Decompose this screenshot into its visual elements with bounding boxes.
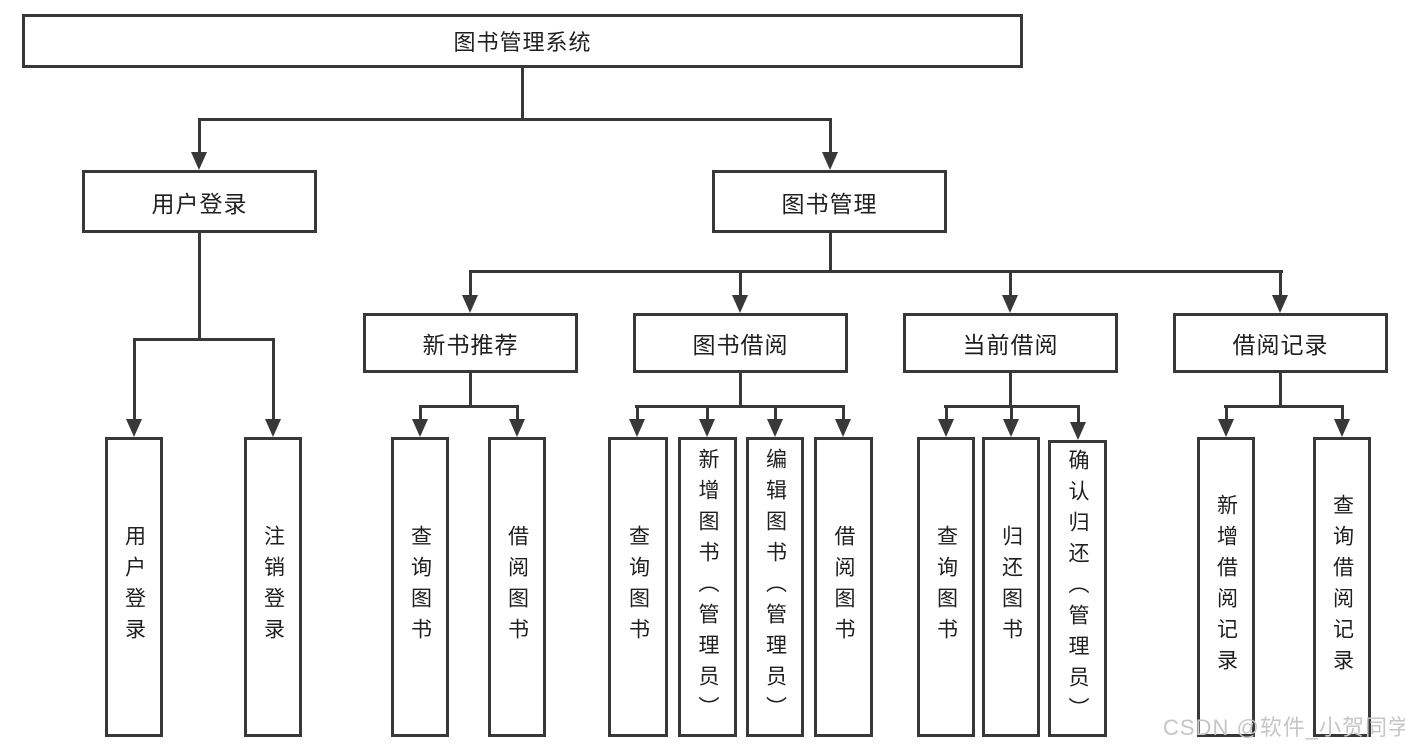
connector-vline: [198, 233, 201, 341]
arrow-down-icon: [822, 152, 838, 170]
connector-vline: [739, 270, 742, 296]
connector-vline: [469, 373, 472, 408]
connector-vline: [272, 338, 275, 419]
node-library-management-system: 图书管理系统: [22, 14, 1023, 68]
arrow-down-icon: [265, 419, 281, 437]
arrow-down-icon: [1272, 295, 1288, 313]
connector-hline: [133, 338, 275, 341]
arrow-down-icon: [767, 419, 783, 437]
connector-vline: [419, 405, 422, 419]
connector-vline: [469, 270, 472, 296]
arrow-down-icon: [699, 419, 715, 437]
connector-hline: [635, 405, 845, 408]
connector-hline: [1224, 405, 1344, 408]
node-leaf-add-book-admin: 新增图书（管理员）: [678, 437, 737, 737]
connector-hline: [419, 405, 519, 408]
arrow-down-icon: [1218, 419, 1234, 437]
node-leaf-query-books-1: 查询图书: [391, 437, 449, 737]
connector-vline: [1341, 405, 1344, 419]
arrow-down-icon: [1003, 419, 1019, 437]
node-current-borrowing: 当前借阅: [903, 313, 1118, 373]
connector-vline: [516, 405, 519, 419]
watermark-text: CSDN @软件_小贺同学: [1163, 715, 1405, 740]
node-book-borrowing: 图书借阅: [633, 313, 848, 373]
connector-vline: [133, 338, 136, 419]
arrow-down-icon: [732, 295, 748, 313]
connector-hline: [198, 118, 832, 121]
connector-vline: [739, 373, 742, 408]
connector-vline: [706, 405, 709, 419]
node-leaf-borrow-books-1: 借阅图书: [488, 437, 546, 737]
node-leaf-add-borrow-record: 新增借阅记录: [1197, 437, 1255, 737]
node-borrowing-records: 借阅记录: [1173, 313, 1388, 373]
arrow-down-icon: [1334, 419, 1350, 437]
connector-vline: [636, 405, 639, 419]
arrow-down-icon: [629, 419, 645, 437]
connector-vline: [1009, 270, 1012, 296]
node-leaf-confirm-return-admin: 确认归还（管理员）: [1048, 440, 1107, 737]
node-leaf-edit-book-admin: 编辑图书（管理员）: [746, 437, 804, 737]
arrow-down-icon: [938, 419, 954, 437]
connector-vline: [1279, 373, 1282, 408]
connector-vline: [842, 405, 845, 419]
arrow-down-icon: [126, 419, 142, 437]
arrow-down-icon: [412, 419, 428, 437]
arrow-down-icon: [835, 419, 851, 437]
node-user-login: 用户登录: [82, 170, 317, 233]
connector-vline: [774, 405, 777, 419]
connector-vline: [829, 233, 832, 273]
node-book-management: 图书管理: [712, 170, 947, 233]
connector-vline: [945, 405, 948, 419]
arrow-down-icon: [191, 152, 207, 170]
node-leaf-query-books-2: 查询图书: [608, 437, 668, 737]
connector-hline: [469, 270, 1283, 273]
connector-vline: [521, 68, 524, 118]
connector-hline: [944, 405, 1080, 408]
arrow-down-icon: [1002, 295, 1018, 313]
arrow-down-icon: [462, 295, 478, 313]
connector-vline: [1077, 405, 1080, 422]
connector-vline: [1279, 270, 1282, 296]
node-leaf-query-borrow-record: 查询借阅记录: [1313, 437, 1371, 737]
connector-vline: [198, 118, 201, 153]
node-leaf-logout: 注销登录: [244, 437, 302, 737]
arrow-down-icon: [1070, 422, 1086, 440]
node-leaf-query-books-3: 查询图书: [917, 437, 975, 737]
connector-vline: [829, 118, 832, 153]
node-leaf-user-login: 用户登录: [105, 437, 163, 737]
connector-vline: [1009, 373, 1012, 408]
arrow-down-icon: [509, 419, 525, 437]
connector-vline: [1225, 405, 1228, 419]
node-new-book-recommendation: 新书推荐: [363, 313, 578, 373]
node-leaf-borrow-books-2: 借阅图书: [814, 437, 873, 737]
node-leaf-return-book: 归还图书: [982, 437, 1040, 737]
connector-vline: [1010, 405, 1013, 419]
